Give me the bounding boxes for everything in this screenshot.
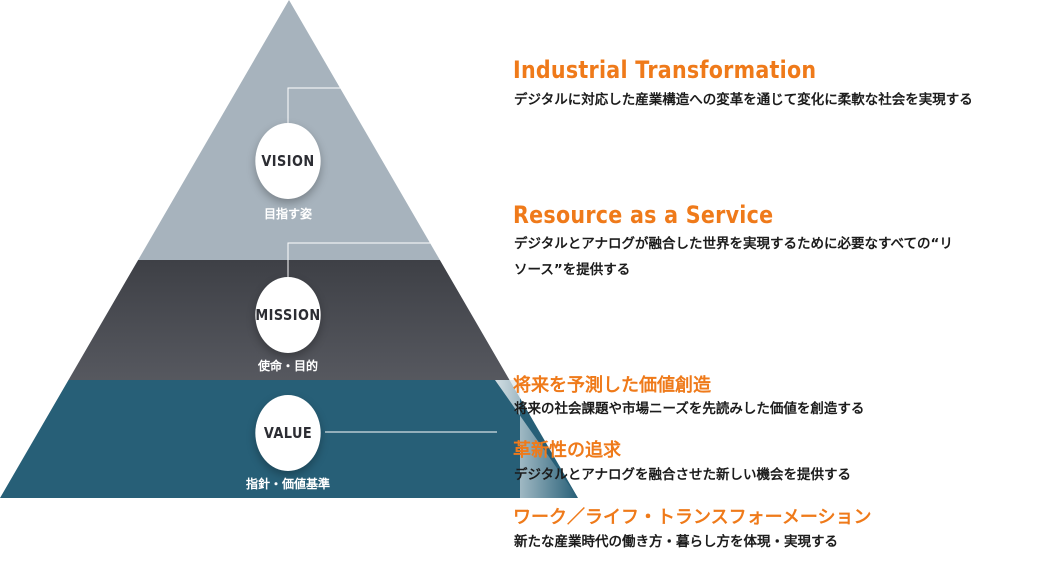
value-description-1: 将来の社会課題や市場ニーズを先読みした価値を創造する xyxy=(514,401,865,417)
mission-description-line-1: デジタルとアナログが融合した世界を実現するために必要なすべての“リ xyxy=(514,236,953,252)
mission-title: Resource as a Service xyxy=(513,201,774,229)
value-tier-fade xyxy=(495,380,578,498)
vision-description: デジタルに対応した産業構造への変革を通じて変化に柔軟な社会を実現する xyxy=(514,92,973,108)
mission-sublabel: 使命・目的 xyxy=(257,359,318,373)
value-title-2: 革新性の追求 xyxy=(513,440,621,461)
value-label: VALUE xyxy=(263,424,313,442)
value-title-1: 将来を予測した価値創造 xyxy=(513,375,711,396)
vision-circle: VISION xyxy=(255,123,321,199)
mission-description-line-2: ソース”を提供する xyxy=(514,262,631,278)
value-description-3: 新たな産業時代の働き方・暮らし方を体現・実現する xyxy=(514,534,838,550)
mission-circle: MISSION xyxy=(255,277,321,353)
mission-connector xyxy=(287,242,497,277)
vision-title: Industrial Transformation xyxy=(513,56,817,84)
mission-label: MISSION xyxy=(255,306,321,324)
value-description-2: デジタルとアナログを融合させた新しい機会を提供する xyxy=(514,467,851,483)
vision-connector xyxy=(287,87,497,123)
vision-label: VISION xyxy=(261,152,315,170)
value-sublabel: 指針・価値基準 xyxy=(245,477,330,491)
value-circle: VALUE xyxy=(255,395,321,471)
value-title-3: ワーク／ライフ・トランスフォーメーション xyxy=(513,507,872,528)
vision-sublabel: 目指す姿 xyxy=(263,207,312,221)
